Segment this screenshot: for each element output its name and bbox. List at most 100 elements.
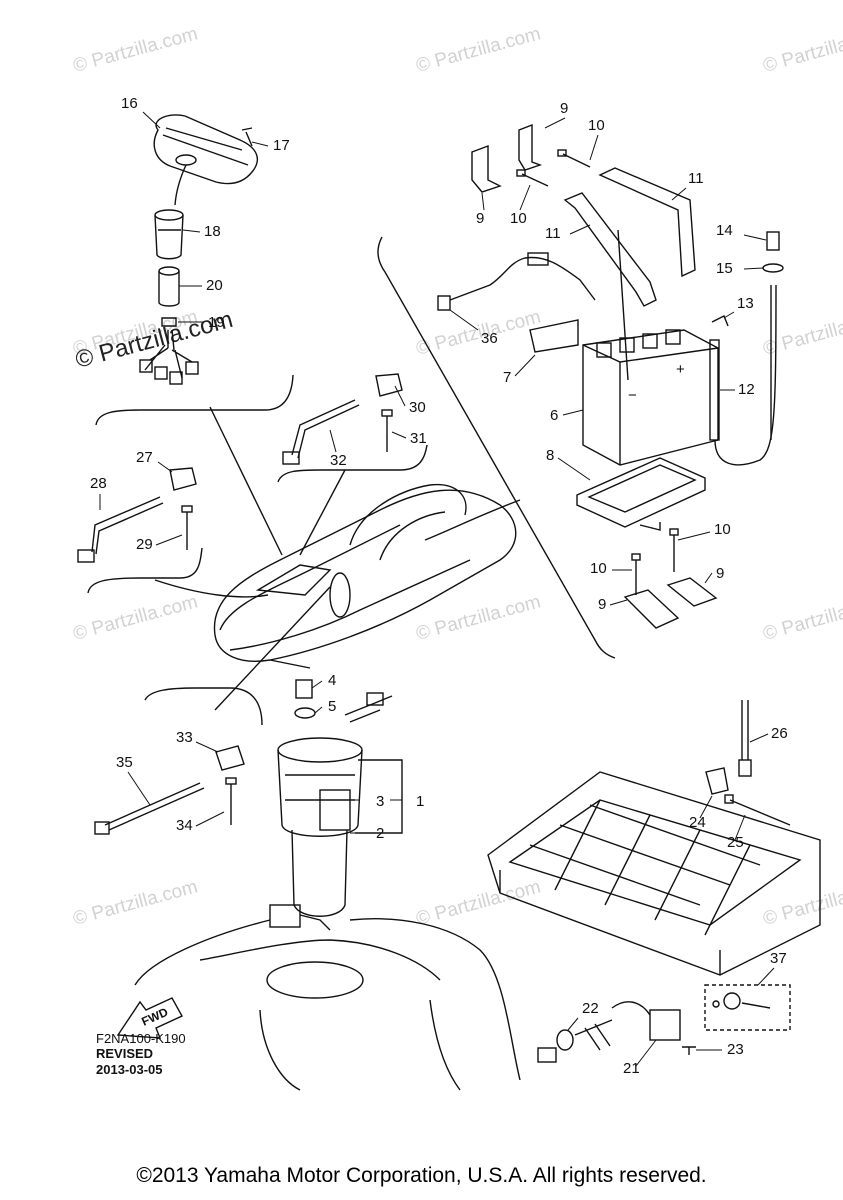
callout-37[interactable]: 37 (770, 950, 787, 967)
callout-28[interactable]: 28 (90, 475, 107, 492)
callout-8[interactable]: 8 (546, 447, 554, 464)
callout-35[interactable]: 35 (116, 754, 133, 771)
callout-21[interactable]: 21 (623, 1060, 640, 1077)
callout-32[interactable]: 32 (330, 452, 347, 469)
callout-9[interactable]: 9 (716, 565, 724, 582)
clamp-30[interactable] (375, 373, 403, 397)
rivet-34[interactable] (225, 777, 237, 825)
fwd-arrow (116, 997, 183, 1039)
clamp-27[interactable] (169, 467, 197, 491)
rivet-31[interactable] (381, 409, 393, 452)
callout-10[interactable]: 10 (510, 210, 527, 227)
callout-16[interactable]: 16 (121, 95, 138, 112)
callout-10[interactable]: 10 (588, 117, 605, 134)
sleeve-20[interactable] (158, 266, 180, 307)
callout-bracket-ties (87, 547, 203, 594)
callout-19[interactable]: 19 (208, 314, 225, 331)
clip-15[interactable] (762, 263, 784, 273)
cable-tie-32[interactable] (282, 399, 360, 465)
leader-line-4 (311, 680, 323, 689)
battery-case-8[interactable] (576, 457, 706, 531)
leader-line-5 (314, 706, 323, 714)
clip-19[interactable] (161, 317, 177, 327)
callout-7[interactable]: 7 (503, 369, 511, 386)
clamp-33[interactable] (215, 745, 245, 771)
band-11-right[interactable] (598, 167, 696, 278)
callout-13[interactable]: 13 (737, 295, 754, 312)
band-11-left[interactable] (563, 192, 657, 381)
screw-23[interactable] (682, 1046, 696, 1055)
rivet-25[interactable] (724, 794, 791, 826)
leader-line-21 (635, 1039, 657, 1067)
callout-34[interactable]: 34 (176, 817, 193, 834)
watercraft-hull[interactable] (213, 483, 517, 669)
pin-10-c[interactable] (631, 553, 641, 595)
pad-7[interactable] (529, 319, 579, 353)
callout-4[interactable]: 4 (328, 672, 336, 689)
callout-22[interactable]: 22 (582, 1000, 599, 1017)
callout-11[interactable]: 11 (545, 225, 561, 242)
bracket-9-lower-a[interactable] (623, 589, 680, 629)
callout-20[interactable]: 20 (206, 277, 223, 294)
callout-27[interactable]: 27 (136, 449, 153, 466)
fitting-14[interactable] (766, 231, 780, 251)
callout-10[interactable]: 10 (590, 560, 607, 577)
clip-13[interactable] (711, 315, 729, 327)
fitting-elbow[interactable] (344, 692, 393, 723)
bolt-17[interactable] (241, 127, 253, 147)
callout-12[interactable]: 12 (738, 381, 755, 398)
callout-25[interactable]: 25 (727, 834, 744, 851)
callout-18[interactable]: 18 (204, 223, 221, 240)
cable-tie-28[interactable] (77, 496, 164, 563)
callout-15[interactable]: 15 (716, 260, 733, 277)
callout-23[interactable]: 23 (727, 1041, 744, 1058)
cable-tie-26[interactable] (738, 700, 752, 777)
clamp-24[interactable] (705, 767, 729, 795)
callout-11[interactable]: 11 (688, 170, 704, 187)
bracket-9-lower-b[interactable] (666, 577, 718, 607)
engine-hatch-frame[interactable] (487, 771, 821, 976)
callout-24[interactable]: 24 (689, 814, 706, 831)
breather-hose-12[interactable] (709, 284, 777, 466)
callout-5[interactable]: 5 (328, 698, 336, 715)
collar-5[interactable] (294, 707, 316, 719)
rivet-29[interactable] (181, 505, 193, 550)
leader-line-6 (562, 409, 584, 416)
callout-10[interactable]: 10 (714, 521, 731, 538)
pin-10-a[interactable] (557, 149, 591, 168)
leader-line-14 (743, 234, 767, 241)
callout-9[interactable]: 9 (598, 596, 606, 613)
fuel-pump-assembly[interactable] (269, 737, 363, 931)
sensor-21[interactable] (611, 1001, 681, 1041)
cable-tie-35[interactable] (94, 782, 205, 835)
cap-22[interactable] (537, 1019, 613, 1063)
kit-37[interactable] (704, 984, 791, 1031)
leader-line-10 (519, 184, 531, 211)
callout-14[interactable]: 14 (716, 222, 733, 239)
callout-1[interactable]: 1 (416, 793, 424, 810)
battery-6[interactable] (582, 329, 719, 466)
callout-6[interactable]: 6 (550, 407, 558, 424)
pin-10-b[interactable] (516, 169, 549, 187)
wire-lead-36[interactable] (437, 252, 596, 311)
callout-36[interactable]: 36 (481, 330, 498, 347)
bracket-9-top[interactable] (518, 123, 543, 171)
callout-17[interactable]: 17 (273, 137, 290, 154)
leader-line-31 (391, 431, 407, 439)
fuel-sender-cover[interactable] (153, 114, 259, 206)
callout-29[interactable]: 29 (136, 536, 153, 553)
fuel-filter-18[interactable] (154, 209, 184, 260)
grommet-4[interactable] (295, 679, 313, 699)
callout-31[interactable]: 31 (410, 430, 427, 447)
pointer-line-d (424, 499, 521, 541)
callout-9[interactable]: 9 (476, 210, 484, 227)
callout-26[interactable]: 26 (771, 725, 788, 742)
callout-3[interactable]: 3 (376, 793, 384, 810)
callout-33[interactable]: 33 (176, 729, 193, 746)
callout-2[interactable]: 2 (376, 825, 384, 842)
pin-10-d[interactable] (669, 528, 679, 572)
callout-9[interactable]: 9 (560, 100, 568, 117)
callout-30[interactable]: 30 (409, 399, 426, 416)
bracket-9-left[interactable] (471, 144, 502, 193)
watermark-text: © Partzilla.com (761, 591, 843, 644)
